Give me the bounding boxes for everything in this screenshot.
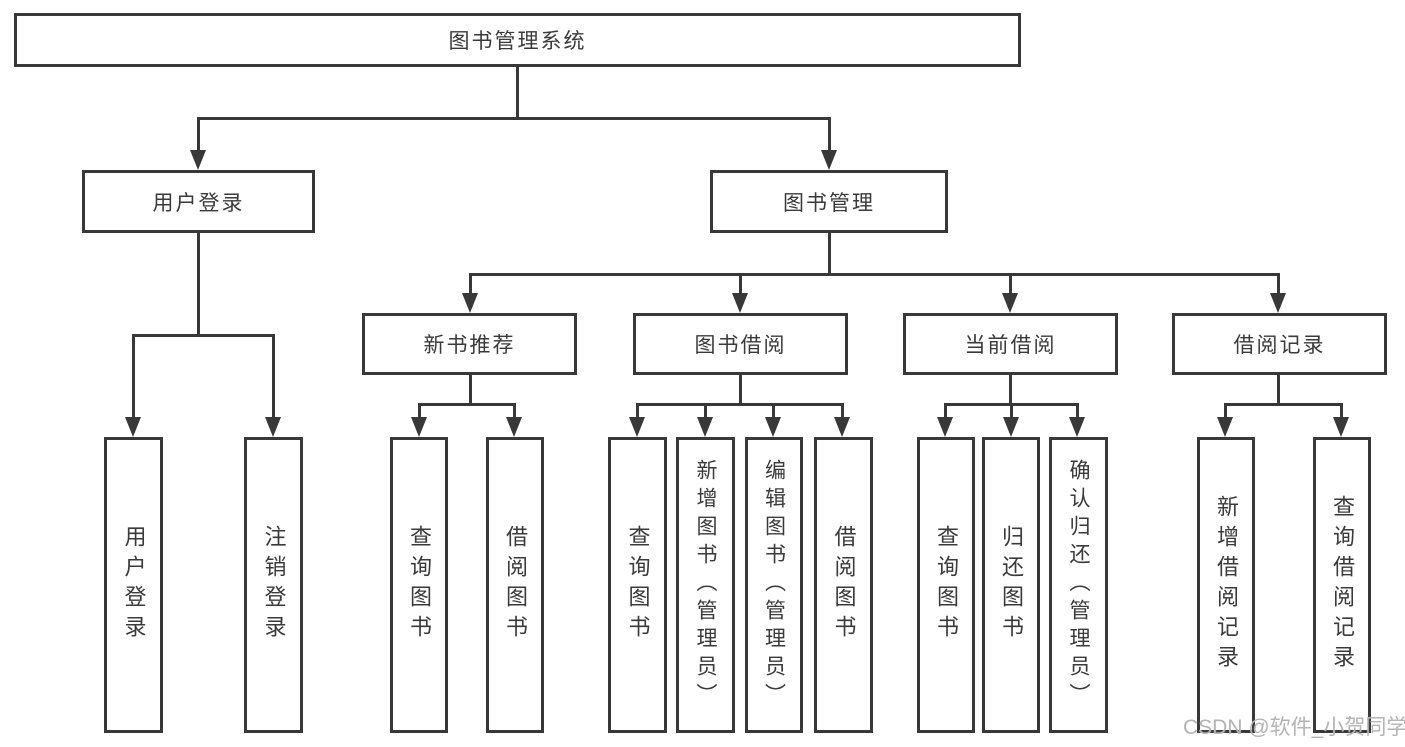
leaf-user-login-label: 用户登录	[121, 525, 147, 645]
arrow-down-icon	[125, 417, 141, 437]
node-book-management: 图书管理	[710, 170, 948, 233]
node-user-login: 用户登录	[82, 170, 315, 233]
connector-line	[828, 117, 831, 152]
arrow-down-icon	[821, 150, 837, 170]
connector-line	[132, 334, 135, 419]
arrow-down-icon	[190, 150, 206, 170]
node-root: 图书管理系统	[14, 13, 1021, 67]
connector-line	[272, 334, 275, 419]
connector-line	[841, 403, 844, 419]
leaf-add-borrow-record-label: 新增借阅记录	[1214, 495, 1239, 675]
connector-line	[636, 403, 844, 406]
connector-line	[469, 273, 1280, 276]
leaf-current-query-books-label: 查询图书	[934, 525, 959, 645]
connector-line	[469, 375, 472, 405]
leaf-current-query-books: 查询图书	[917, 437, 975, 733]
leaf-add-borrow-record: 新增借阅记录	[1197, 437, 1255, 733]
connector-line	[636, 403, 639, 419]
arrow-down-icon	[1270, 293, 1286, 313]
arrow-down-icon	[629, 417, 645, 437]
arrow-down-icon	[506, 417, 522, 437]
leaf-return-books: 归还图书	[982, 437, 1040, 733]
leaf-recommend-query-books-label: 查询图书	[407, 525, 432, 645]
arrow-down-icon	[1217, 417, 1233, 437]
leaf-confirm-return-admin: 确认归还（管理员）	[1049, 437, 1108, 733]
connector-line	[772, 403, 775, 419]
leaf-borrow-books-label: 借阅图书	[831, 525, 857, 645]
node-book-borrow: 图书借阅	[633, 313, 848, 375]
arrow-down-icon	[462, 293, 478, 313]
arrow-down-icon	[411, 417, 427, 437]
leaf-borrow-query-books-label: 查询图书	[625, 525, 651, 645]
leaf-recommend-borrow-books-label: 借阅图书	[503, 525, 528, 645]
connector-line	[197, 117, 831, 120]
connector-line	[1340, 403, 1343, 419]
node-book-borrow-label: 图书借阅	[694, 334, 787, 357]
connector-line	[197, 117, 200, 152]
connector-line	[1009, 375, 1012, 405]
arrow-down-icon	[697, 417, 713, 437]
arrow-down-icon	[1003, 417, 1019, 437]
node-current-borrow: 当前借阅	[903, 313, 1118, 375]
node-new-book-recommend-label: 新书推荐	[423, 334, 516, 357]
leaf-edit-books-admin-label: 编辑图书（管理员）	[762, 459, 786, 711]
leaf-confirm-return-admin-label: 确认归还（管理员）	[1067, 459, 1090, 711]
arrow-down-icon	[937, 417, 953, 437]
connector-line	[513, 403, 516, 419]
node-borrow-record-label: 借阅记录	[1233, 334, 1326, 357]
node-user-login-label: 用户登录	[152, 191, 245, 215]
leaf-add-books-admin-label: 新增图书（管理员）	[694, 459, 717, 711]
leaf-add-books-admin: 新增图书（管理员）	[676, 437, 735, 733]
connector-line	[516, 67, 519, 119]
node-borrow-record: 借阅记录	[1172, 313, 1387, 375]
connector-line	[1009, 273, 1012, 295]
leaf-logout-label: 注销登录	[261, 525, 287, 645]
csdn-watermark: CSDN @软件_小贺同学	[1183, 716, 1405, 739]
leaf-recommend-query-books: 查询图书	[390, 437, 448, 733]
leaf-borrow-query-books: 查询图书	[608, 437, 667, 733]
connector-line	[739, 375, 742, 405]
leaf-return-books-label: 归还图书	[999, 525, 1024, 645]
connector-line	[418, 403, 516, 406]
arrow-down-icon	[765, 417, 781, 437]
arrow-down-icon	[1333, 417, 1349, 437]
arrow-down-icon	[1002, 293, 1018, 313]
arrow-down-icon	[834, 417, 850, 437]
connector-line	[704, 403, 707, 419]
leaf-logout: 注销登录	[244, 437, 303, 733]
connector-line	[418, 403, 421, 419]
leaf-edit-books-admin: 编辑图书（管理员）	[745, 437, 803, 733]
arrow-down-icon	[1069, 417, 1085, 437]
node-root-label: 图书管理系统	[448, 30, 587, 53]
leaf-query-borrow-record: 查询借阅记录	[1313, 437, 1371, 733]
leaf-borrow-books: 借阅图书	[814, 437, 873, 733]
connector-line	[197, 233, 200, 335]
arrow-down-icon	[732, 293, 748, 313]
leaf-user-login: 用户登录	[104, 437, 163, 733]
node-book-management-label: 图书管理	[783, 191, 875, 215]
connector-line	[1010, 403, 1013, 419]
leaf-query-borrow-record-label: 查询借阅记录	[1330, 495, 1355, 675]
connector-line	[828, 233, 831, 274]
node-new-book-recommend: 新书推荐	[362, 313, 577, 375]
connector-line	[1224, 403, 1227, 419]
connector-line	[469, 273, 472, 295]
connector-line	[739, 273, 742, 295]
leaf-recommend-borrow-books: 借阅图书	[486, 437, 544, 733]
connector-line	[944, 403, 947, 419]
node-current-borrow-label: 当前借阅	[964, 334, 1057, 357]
connector-line	[132, 334, 275, 337]
connector-line	[1224, 403, 1343, 406]
arrow-down-icon	[265, 417, 281, 437]
connector-line	[1277, 375, 1280, 405]
connector-line	[1277, 273, 1280, 295]
connector-line	[1076, 403, 1079, 419]
